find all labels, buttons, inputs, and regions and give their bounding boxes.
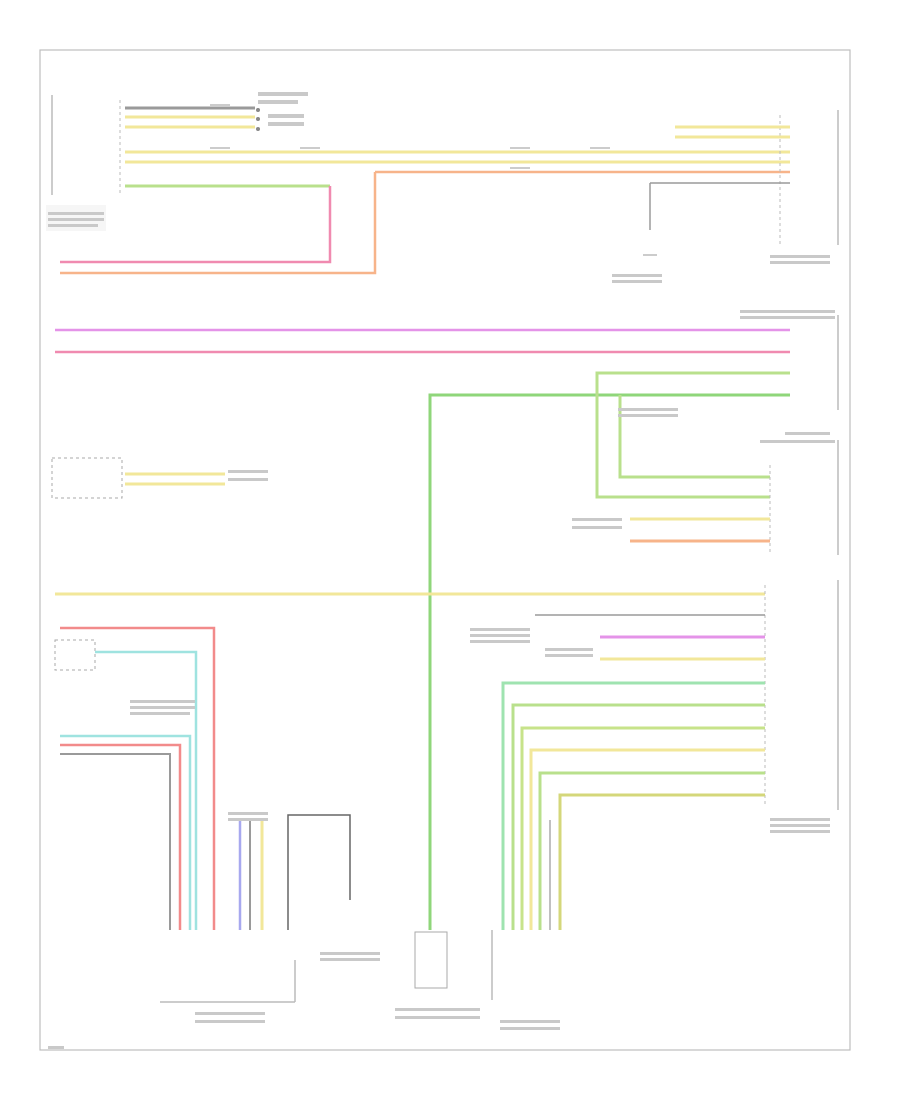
wire-pink-drop [60,186,332,264]
green-trunks [428,371,790,930]
wire-green-main [428,393,790,930]
top-left-module [46,95,121,231]
dash-marks [210,104,610,169]
trans-harness-wires [501,681,765,930]
cluster-module [51,457,225,499]
left-bottom-harness [54,626,351,1003]
wire-lightgreen-loop [595,371,790,499]
top-right-connector [643,110,839,256]
illegible-labels [48,92,835,1049]
center-bottom-module [414,931,448,989]
wire-green-loop-2 [618,395,770,479]
long-bus-wires [55,328,790,354]
orange-pink-wires [60,170,790,275]
top-left-splices [256,108,260,131]
bottom-right-connector [535,580,839,810]
diagram-border [39,49,851,1051]
right-lower-connector [630,440,839,555]
top-left-wires [125,106,790,188]
wire-orange-drop [60,170,790,275]
